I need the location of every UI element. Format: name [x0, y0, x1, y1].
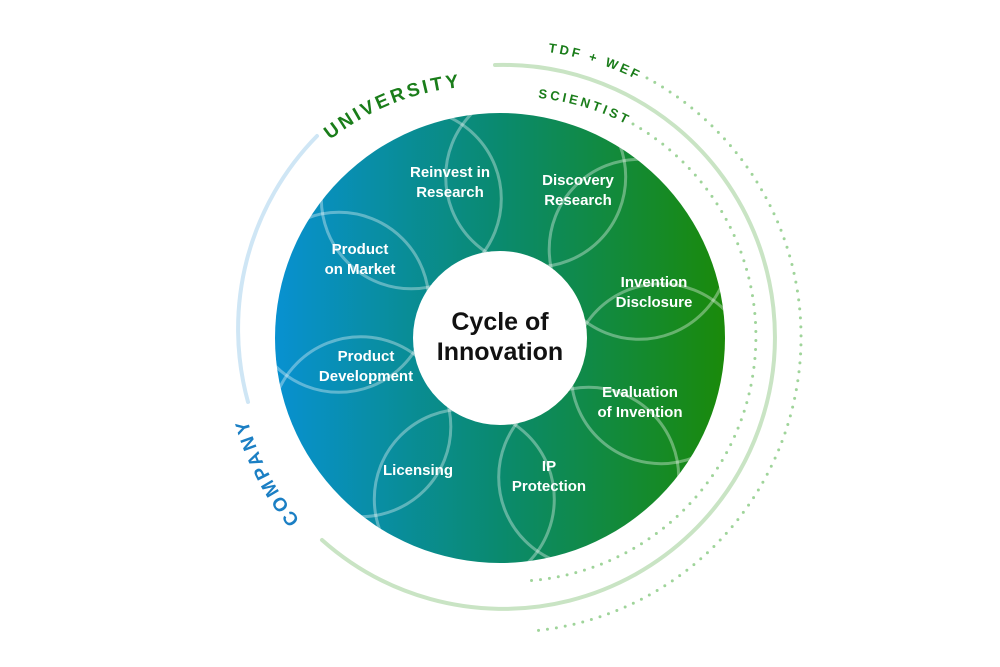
segment-label-line: Product	[338, 348, 395, 365]
segment-label-line: on Market	[325, 261, 396, 278]
tdf-wef-label: TDF + WEF	[548, 40, 645, 83]
segment-label-line: Development	[319, 368, 413, 385]
segment-label-line: Research	[544, 192, 612, 209]
segment-label-line: IP	[542, 458, 556, 475]
segment-evaluation-of-invention: Evaluation of Invention	[598, 384, 683, 421]
segment-label-line: of Invention	[598, 404, 683, 421]
segment-label-line: Invention	[621, 274, 688, 291]
center-disk	[413, 251, 587, 425]
segment-product-on-market: Product on Market	[325, 241, 396, 278]
center-title-line-1: Cycle of	[451, 308, 549, 336]
tdf-wef-dotted-arc	[530, 76, 803, 633]
segment-label-line: Evaluation	[602, 384, 678, 401]
segment-reinvest-in-research: Reinvest in Research	[410, 164, 490, 201]
segment-label-line: Reinvest in	[410, 164, 490, 181]
segment-label-line: Research	[416, 184, 484, 201]
company-label: COMPANY	[231, 416, 304, 530]
center-title-line-2: Innovation	[437, 338, 563, 366]
scientist-dotted-arc	[523, 122, 758, 583]
segment-labels: DiscoveryResearchInventionDisclosureEval…	[319, 164, 692, 495]
outer-rings	[236, 62, 803, 633]
segment-licensing: Licensing	[383, 462, 453, 479]
segment-ip-protection: IP Protection	[512, 458, 586, 495]
segment-label-line: Protection	[512, 478, 586, 495]
segment-label-line: Discovery	[542, 172, 614, 189]
segment-label-line: Licensing	[383, 462, 453, 479]
segment-label-line: Product	[332, 241, 389, 258]
segment-label-line: Disclosure	[616, 294, 693, 311]
university-ring-arc	[320, 62, 777, 611]
company-ring-arc	[236, 134, 319, 404]
